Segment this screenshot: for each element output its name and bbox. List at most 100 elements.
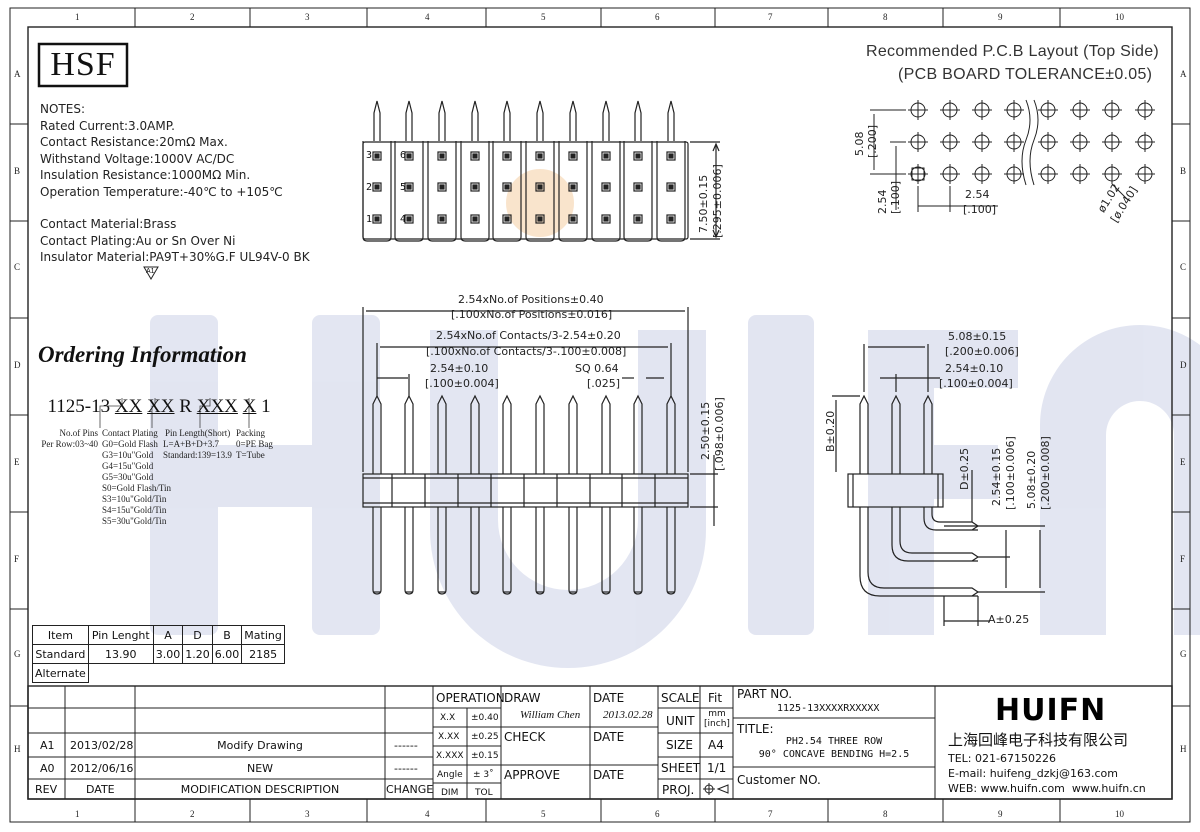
pad-core: [472, 216, 478, 222]
tol-value: ±0.40: [471, 713, 499, 723]
ord-line: G3=10u"Gold: [102, 450, 154, 460]
front-pitch-dim: 2.54±0.10: [430, 362, 489, 375]
note-spacer: [40, 200, 310, 216]
pad-square: [666, 182, 676, 192]
pad-core: [570, 153, 576, 159]
draw-label: DRAW: [504, 691, 541, 705]
side-pin-bend: [859, 507, 980, 597]
pad-core: [439, 153, 445, 159]
code-prefix: 1125-13: [47, 396, 115, 417]
row-label: C: [14, 262, 21, 272]
tol-key: X.XXX: [436, 751, 464, 761]
sheet-label: SHEET: [661, 761, 701, 775]
pin-cell-outline: [492, 141, 522, 242]
ord-line: Pin Length(Short): [165, 428, 231, 438]
rev-a0-change: ------: [394, 762, 418, 775]
pin-tip: [634, 100, 642, 141]
code-suffix: 1: [256, 396, 271, 417]
pad-core: [472, 153, 478, 159]
notes-block: NOTES: Rated Current:3.0AMP. Contact Res…: [40, 101, 310, 266]
dim-label: DIM: [441, 788, 459, 798]
pin-bottom: [568, 507, 578, 595]
pad-core: [537, 153, 543, 159]
unit-value: mm [inch]: [704, 709, 730, 729]
pin-tip: [536, 100, 544, 141]
pad-square: [470, 151, 480, 161]
row-label: H: [14, 744, 21, 754]
desc-header: MODIFICATION DESCRIPTION: [180, 783, 340, 796]
pcb-layout-drawing: [870, 99, 1155, 212]
pad-square: [470, 214, 480, 224]
row-label: B: [14, 166, 21, 176]
spec-cell: [212, 664, 242, 683]
ordering-leaders: [99, 398, 250, 428]
tol-label: TOL: [475, 788, 493, 798]
column-label: 6: [655, 12, 660, 22]
code-length: XXX: [196, 396, 238, 417]
ordering-code: 1125-13 XX XX R XXX X 1: [38, 374, 271, 418]
title-block-grid: [27, 685, 1173, 800]
ord-line: L=A+B+D+3.7: [163, 439, 220, 449]
draw-signature: William Chen: [520, 709, 581, 721]
pad-core: [374, 153, 380, 159]
front-contacts-dim: 2.54xNo.of Contacts/3-2.54±0.20: [436, 329, 621, 342]
pad-core: [406, 216, 412, 222]
spec-cell: 6.00: [211, 644, 243, 664]
note-line: Operation Temperature:-40℃ to +105℃: [40, 184, 283, 199]
pad-square: [502, 151, 512, 161]
pad-core: [504, 184, 510, 190]
pad-square: [502, 182, 512, 192]
top-view-drawing: [362, 100, 720, 242]
unit-label: UNIT: [666, 714, 695, 728]
rev-a1: A1: [40, 739, 55, 752]
spec-header-cell: Mating: [241, 625, 285, 645]
pin-tip: [471, 100, 479, 141]
column-label: 1: [75, 12, 80, 22]
pad-core: [603, 153, 609, 159]
drawing-title-2: 90° CONCAVE BENDING H=2.5: [758, 749, 910, 760]
sheet-value: 1/1: [707, 761, 727, 775]
ord-line: S3=10u"Gold/Tin: [102, 494, 167, 504]
tol-value: ±0.15: [471, 751, 499, 761]
customer-label: Customer NO.: [737, 773, 821, 787]
rev-a0: A0: [40, 762, 55, 775]
row-label: F: [14, 554, 20, 564]
row-label: E: [14, 457, 20, 467]
warning-mark: A1: [146, 268, 155, 275]
change-header: CHANGE: [386, 783, 434, 796]
date-label: DATE: [593, 691, 625, 705]
pad-core: [635, 184, 641, 190]
spec-cell: [153, 664, 183, 683]
column-label: 3: [305, 809, 310, 819]
pcb-title: Recommended P.C.B Layout (Top Side): [866, 43, 1160, 60]
column-label: 4: [425, 12, 430, 22]
pad-square: [633, 214, 643, 224]
note-line: Contact Plating:Au or Sn Over Ni: [40, 233, 236, 248]
rev-a1-change: ------: [394, 739, 418, 752]
pin-cell-outline: [591, 141, 621, 242]
front-positions-dim: 2.54xNo.of Positions±0.40: [458, 293, 604, 306]
spec-cell: 3.00: [152, 644, 184, 664]
scale-label: SCALE: [661, 691, 700, 705]
side-pin-bend: [891, 507, 980, 562]
pin-top: [535, 394, 545, 474]
pin-tip: [503, 100, 511, 141]
side-508-dim-inch: [.200±0.008]: [1039, 436, 1052, 510]
pcb-dim-254-v: 2.54: [876, 189, 889, 215]
pad-core: [668, 184, 674, 190]
spec-cell: Standard: [32, 644, 89, 664]
code-plating: XX: [147, 396, 175, 417]
pad-square: [437, 151, 447, 161]
pad-core: [406, 153, 412, 159]
side-d-dim: D±0.25: [958, 447, 971, 490]
hsf-label: HSF: [50, 46, 116, 83]
pad-core: [537, 216, 543, 222]
ord-line: No.of Pins: [59, 428, 98, 438]
pin-cell-outline: [427, 141, 457, 242]
front-height-dim-inch: [.098±0.006]: [713, 397, 726, 471]
pad-square: [535, 151, 545, 161]
ord-line: Contact Plating: [102, 428, 158, 438]
pad-square: [535, 214, 545, 224]
ord-line: Packing: [236, 428, 265, 438]
side-rowspan-dim-inch: [.200±0.006]: [945, 345, 1019, 358]
